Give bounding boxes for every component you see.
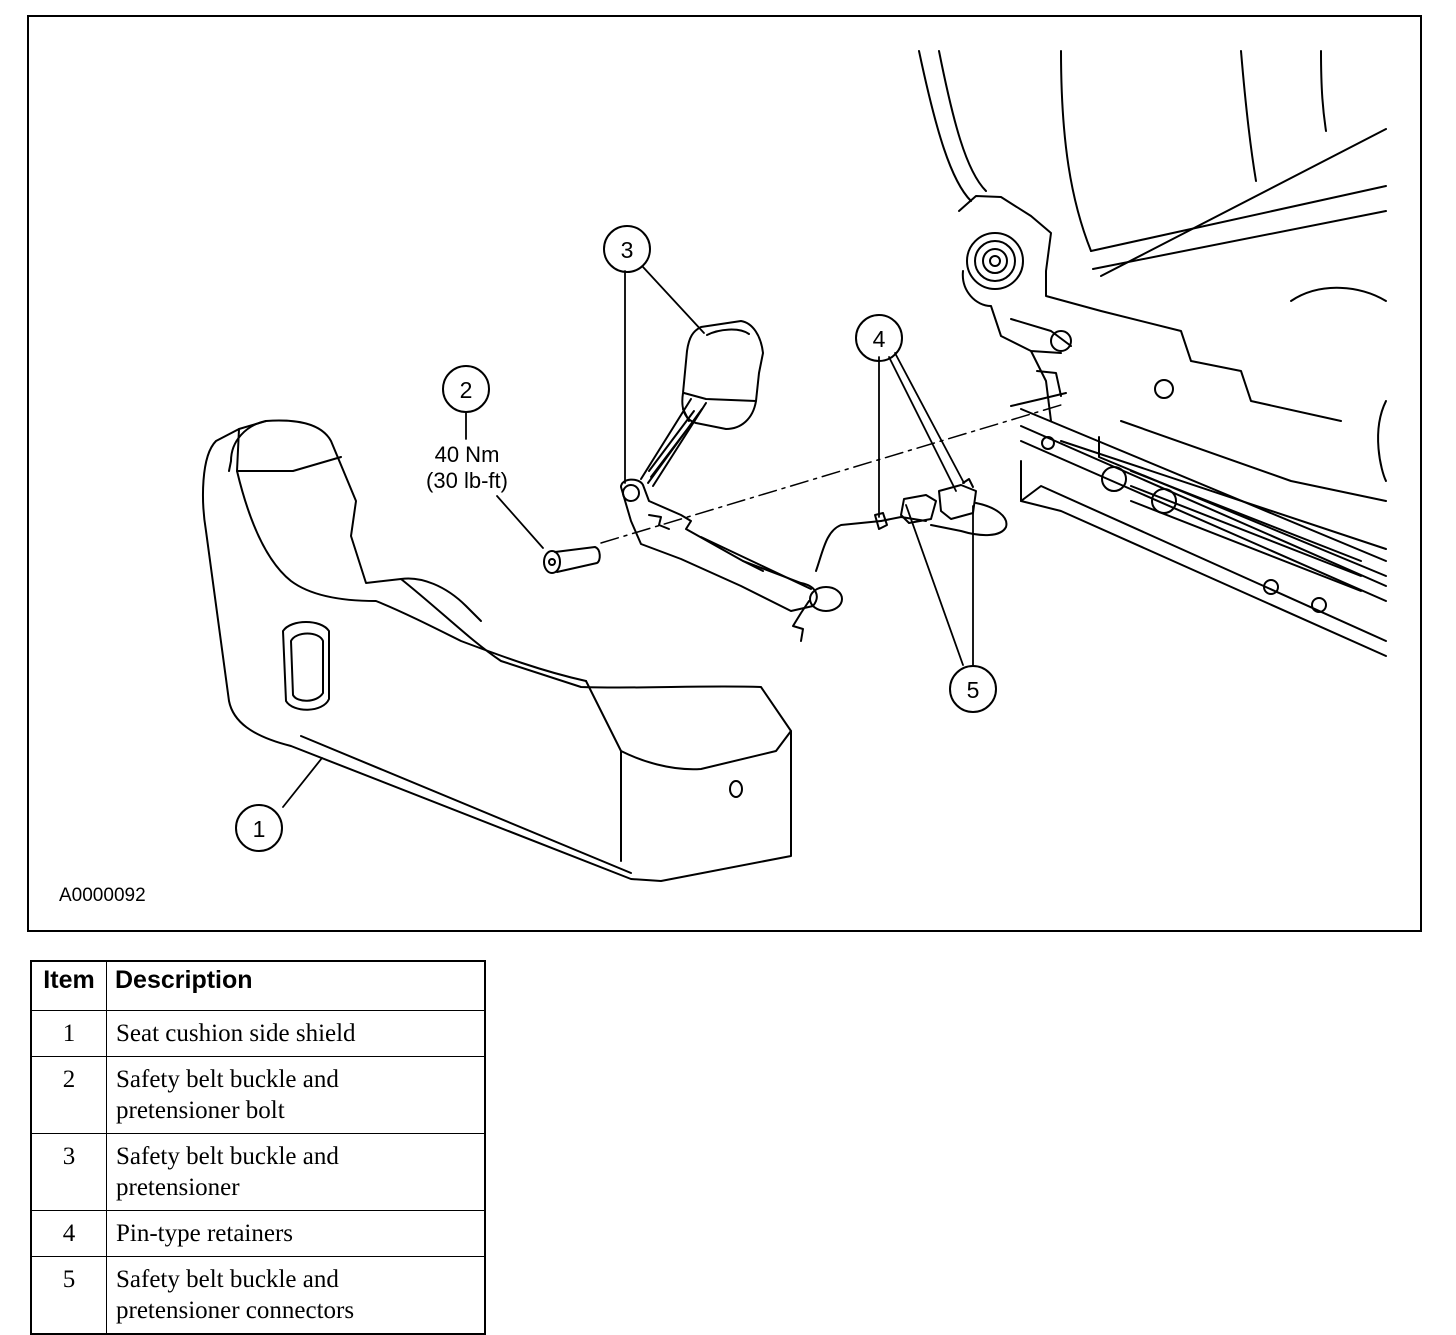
description-line: Pin-type retainers [116,1220,294,1247]
diagram-figure: 1 2 3 4 5 40 Nm (30 lb-ft) A0000092 [27,15,1422,932]
table-row: 3 Safety belt buckle and pretensioner [30,1133,486,1211]
description-line: Safety belt buckle and [116,1066,339,1093]
callout-1-label: 1 [253,816,266,842]
table-row: 4 Pin-type retainers [30,1210,486,1257]
legend-table: Item Description 1 Seat cushion side shi… [30,960,486,1335]
legend-item-description: Pin-type retainers [106,1210,486,1257]
legend-header-row: Item Description [30,960,486,1011]
legend-item-number: 2 [30,1056,107,1134]
callout-leaders [282,266,974,808]
callout-circles [235,225,997,852]
legend-item-number: 3 [30,1133,107,1211]
legend-item-number: 4 [30,1210,107,1257]
table-row: 1 Seat cushion side shield [30,1010,486,1057]
description-line: pretensioner connectors [116,1297,355,1324]
legend-header-description: Description [106,960,486,1011]
alignment-line [600,404,1062,544]
pretensioner-bolt-illustration [543,546,601,574]
callout-2-circle [442,365,490,413]
seat-frame-illustration [918,50,1387,657]
callout-4-label: 4 [873,326,886,352]
description-line: Safety belt buckle and [116,1266,339,1293]
seat-cushion-side-shield-illustration [202,419,792,882]
callout-2-label: 2 [460,377,473,403]
description-line: pretensioner bolt [116,1097,285,1124]
legend-item-number: 1 [30,1010,107,1057]
callout-4-circle [855,314,903,362]
torque-alt: (30 lb-ft) [426,468,508,493]
description-line: pretensioner [116,1174,240,1201]
figure-id-label: A0000092 [59,885,146,906]
callout-3-circle [603,225,651,273]
callout-3-label: 3 [621,237,634,263]
legend-item-description: Safety belt buckle and pretensioner conne… [106,1256,486,1335]
exploded-view-drawing: 1 2 3 4 5 40 Nm (30 lb-ft) A0000092 [59,50,1387,906]
description-line: Safety belt buckle and [116,1143,339,1170]
legend-header-item: Item [30,960,107,1011]
legend-item-description: Seat cushion side shield [106,1010,486,1057]
torque-value: 40 Nm [435,442,500,467]
callout-5-circle [949,665,997,713]
callout-1-circle [235,804,283,852]
description-line: Seat cushion side shield [116,1020,356,1047]
legend-item-number: 5 [30,1256,107,1335]
buckle-pretensioner-illustration [620,320,882,642]
connectors-retainers-illustration [874,478,1008,537]
legend-item-description: Safety belt buckle and pretensioner [106,1133,486,1211]
callout-5-label: 5 [967,677,980,703]
table-row: 2 Safety belt buckle and pretensioner bol… [30,1056,486,1134]
legend-item-description: Safety belt buckle and pretensioner bolt [106,1056,486,1134]
table-row: 5 Safety belt buckle and pretensioner con… [30,1256,486,1335]
